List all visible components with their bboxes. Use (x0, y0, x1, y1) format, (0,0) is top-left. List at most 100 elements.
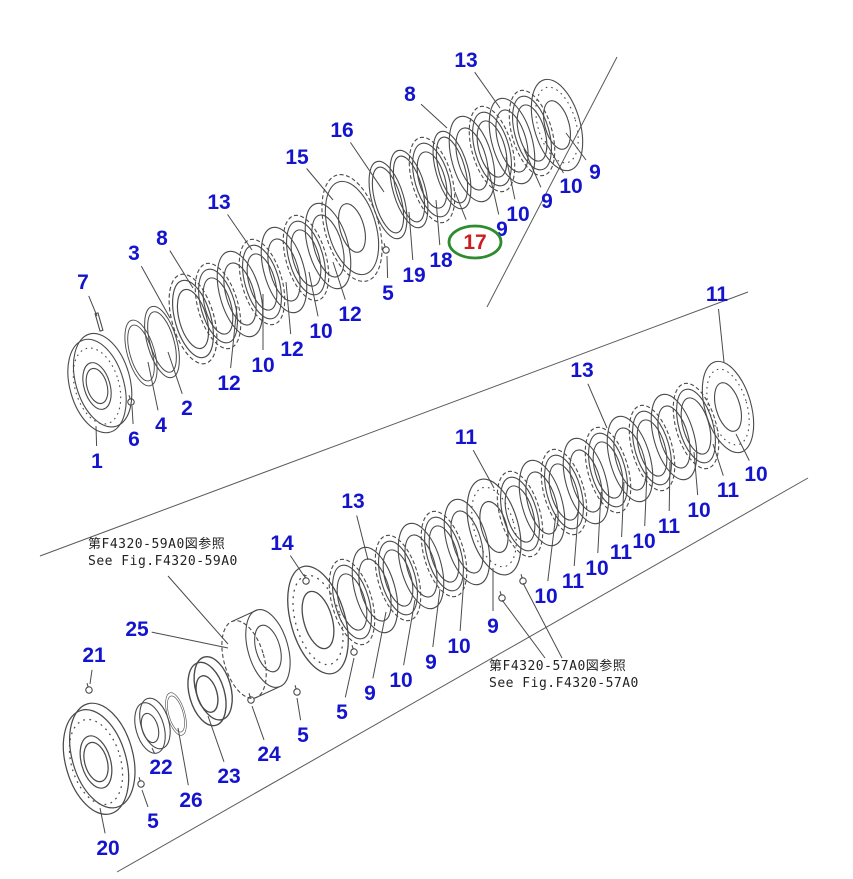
part-callout-26[interactable]: 26 (179, 789, 202, 812)
callout-leader-line (597, 491, 602, 554)
part-callout-7[interactable]: 7 (77, 271, 89, 294)
callout-leader-line (693, 451, 699, 496)
construction-line (116, 477, 809, 873)
part-callout-20[interactable]: 20 (96, 837, 119, 860)
part-friction-disc (576, 421, 640, 519)
highlight-ellipse (447, 224, 503, 260)
part-hub-flange (50, 694, 149, 823)
reference-text-en: See Fig.F4320-59A0 (88, 554, 238, 569)
part-callout-24[interactable]: 24 (257, 743, 281, 766)
reference-text-jp: 第F4320-57A0図参照 (489, 658, 626, 674)
part-callout-10[interactable]: 10 (389, 669, 412, 692)
part-callout-11[interactable]: 11 (562, 570, 585, 593)
part-callout-21[interactable]: 21 (82, 644, 106, 667)
part-callout-16[interactable]: 16 (330, 119, 353, 142)
part-callout-4[interactable]: 4 (155, 414, 167, 437)
part-callout-25[interactable]: 25 (125, 618, 149, 641)
part-callout-9[interactable]: 9 (487, 615, 499, 638)
part-callout-9[interactable]: 9 (425, 651, 437, 674)
part-callout-9[interactable]: 9 (589, 161, 601, 184)
part-callout-13[interactable]: 13 (570, 359, 593, 382)
part-callout-13[interactable]: 13 (207, 191, 230, 214)
part-callout-6[interactable]: 6 (128, 428, 140, 451)
callout-leader-line (459, 577, 465, 632)
part-callout-10[interactable]: 10 (447, 635, 470, 658)
part-callout-10[interactable]: 10 (585, 557, 608, 580)
part-callout-5[interactable]: 5 (297, 724, 309, 747)
callout-leader-line (474, 71, 501, 109)
part-callout-10[interactable]: 10 (251, 354, 274, 377)
callout-leader-line (169, 250, 194, 289)
part-callout-12[interactable]: 12 (280, 338, 303, 361)
callout-leader-line (289, 555, 305, 577)
part-callout-10[interactable]: 10 (632, 530, 655, 553)
part-callout-9[interactable]: 9 (541, 190, 553, 213)
callout-leader-line (420, 103, 448, 129)
part-callout-11[interactable]: 11 (706, 283, 729, 306)
part-gear-drum (221, 609, 291, 699)
callout-leader-line (141, 789, 149, 808)
part-bolt (496, 589, 507, 603)
part-callout-8[interactable]: 8 (404, 83, 416, 106)
reference-text-en: See Fig.F4320-57A0 (489, 676, 639, 691)
part-callout-23[interactable]: 23 (217, 765, 240, 788)
part-callout-10[interactable]: 10 (559, 175, 582, 198)
callout-leader-line (131, 405, 134, 425)
callout-leader-line (403, 599, 416, 666)
callout-leader-line (99, 807, 106, 834)
part-bolt (83, 681, 94, 695)
part-callout-12[interactable]: 12 (338, 303, 361, 326)
part-callout-11[interactable]: 11 (717, 479, 740, 502)
part-callout-12[interactable]: 12 (217, 372, 240, 395)
part-ring-17 (425, 126, 479, 214)
part-pin (94, 312, 104, 332)
part-callout-2[interactable]: 2 (181, 397, 193, 420)
part-callout-1[interactable]: 1 (91, 450, 103, 473)
part-callout-10[interactable]: 10 (744, 463, 767, 486)
part-callout-13[interactable]: 13 (341, 490, 364, 513)
callout-leader-line (251, 705, 265, 741)
lower-assembly-drawing (50, 354, 764, 823)
callout-leader-line (621, 481, 625, 538)
part-callout-22[interactable]: 22 (149, 756, 172, 779)
callout-leader-line (88, 295, 98, 317)
part-callout-10[interactable]: 10 (309, 320, 332, 343)
part-callout-13[interactable]: 13 (454, 49, 477, 72)
part-ring-gear (275, 558, 361, 682)
part-large-gear (310, 167, 394, 289)
callout-leader-line (95, 425, 98, 447)
part-snap-ring (161, 690, 191, 738)
callout-layer: 1381615138379109109181951210121012246111… (77, 49, 768, 860)
part-callout-11[interactable]: 11 (658, 515, 681, 538)
part-callout-10[interactable]: 10 (534, 585, 557, 608)
part-callout-5[interactable]: 5 (382, 282, 394, 305)
part-callout-15[interactable]: 15 (285, 146, 309, 169)
part-friction-disc (400, 131, 464, 229)
part-bolt (291, 683, 302, 697)
part-callout-5[interactable]: 5 (147, 810, 159, 833)
part-callout-5[interactable]: 5 (336, 701, 348, 724)
part-callout-8[interactable]: 8 (156, 227, 168, 250)
part-callout-9[interactable]: 9 (364, 682, 376, 705)
part-callout-10[interactable]: 10 (687, 499, 710, 522)
callout-leader-line (151, 631, 229, 649)
part-bearing-cone (179, 651, 241, 731)
part-callout-11[interactable]: 11 (610, 541, 633, 564)
part-callout-14[interactable]: 14 (270, 532, 294, 555)
part-callout-9[interactable]: 9 (496, 218, 508, 241)
part-callout-11[interactable]: 11 (455, 426, 478, 449)
callout-leader-line (89, 669, 93, 685)
part-callout-10[interactable]: 10 (506, 203, 529, 226)
callout-leader-line (140, 265, 171, 319)
callout-leader-line (408, 211, 414, 261)
callout-leader-line (487, 166, 500, 215)
part-callout-19[interactable]: 19 (402, 264, 425, 287)
part-callout-3[interactable]: 3 (128, 242, 140, 265)
callout-leader-line (230, 305, 238, 369)
part-callout-18[interactable]: 18 (429, 249, 453, 272)
callout-leader-line (547, 513, 557, 582)
part-end-plate (692, 354, 764, 460)
part-callout-17-highlighted[interactable]: 17 (463, 231, 486, 254)
